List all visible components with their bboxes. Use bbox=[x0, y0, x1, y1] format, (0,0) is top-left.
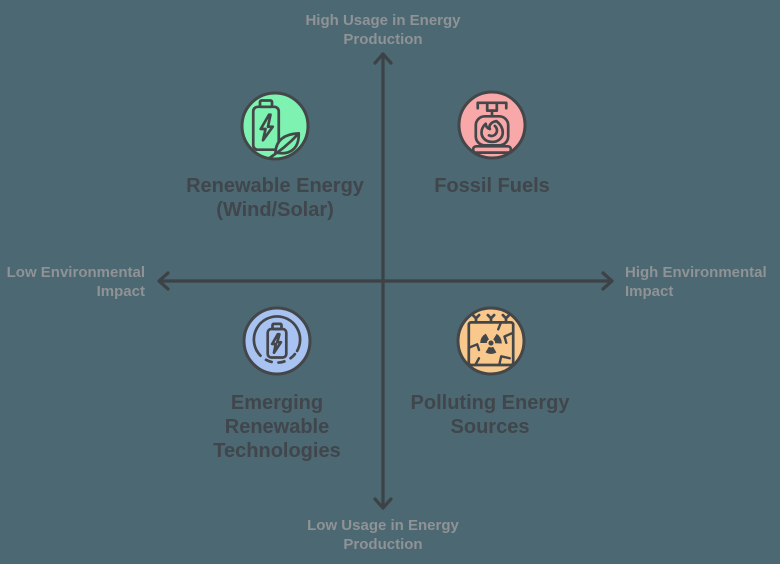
fossil-circle bbox=[457, 90, 527, 160]
axis-label-top: High Usage in Energy Production bbox=[305, 12, 461, 48]
axis-label-right: High Environmental Impact bbox=[625, 264, 767, 300]
axis-label-left: Low Environmental Impact bbox=[6, 264, 145, 300]
up-arrow-icon bbox=[373, 52, 393, 65]
down-arrow-icon bbox=[373, 497, 393, 510]
emerging-renewable-bubble bbox=[241, 305, 313, 377]
charging-battery-icon bbox=[252, 315, 302, 364]
left-arrow-icon bbox=[157, 271, 170, 291]
gas-burner-icon bbox=[471, 101, 513, 154]
right-arrow-icon bbox=[601, 271, 614, 291]
renewable-energy-label: Renewable Energy (Wind/Solar) bbox=[186, 175, 364, 221]
renewable-energy-bubble bbox=[239, 90, 311, 162]
emerging-renewable-label: Emerging Renewable Technologies bbox=[213, 392, 341, 462]
polluting-sources-label: Polluting Energy Sources bbox=[410, 392, 570, 438]
axis-label-bottom: Low Usage in Energy Production bbox=[307, 517, 459, 553]
fossil-fuels-label: Fossil Fuels bbox=[434, 175, 550, 197]
polluting-sources-bubble bbox=[455, 305, 527, 377]
fossil-fuels-bubble bbox=[456, 89, 528, 161]
battery-leaf-icon bbox=[251, 99, 301, 160]
